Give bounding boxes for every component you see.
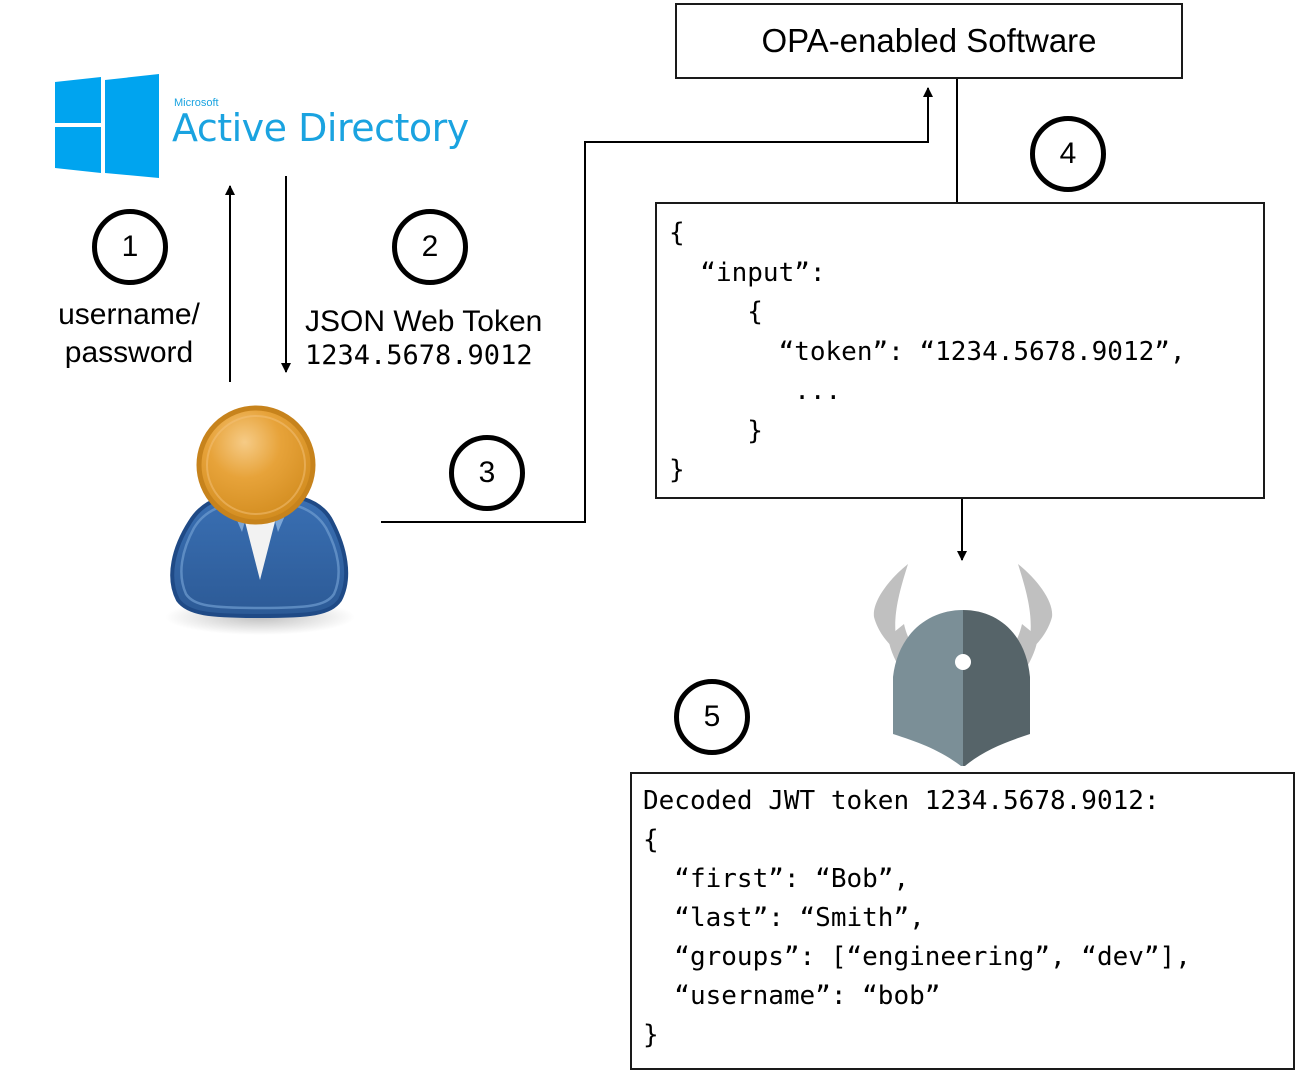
- opa-software-label: OPA-enabled Software: [761, 22, 1097, 59]
- code-line: “username”: “bob”: [643, 981, 941, 1011]
- step-1-label-line-2: password: [64, 336, 194, 369]
- ad-vendor-label: Microsoft: [174, 97, 219, 109]
- decoded-token-box: Decoded JWT token 1234.5678.9012: { “fir…: [630, 772, 1295, 1070]
- step-1-number: 1: [121, 230, 139, 263]
- code-line: {: [669, 297, 763, 327]
- step-2-label-token: 1234.5678.9012: [305, 340, 533, 371]
- code-line: }: [643, 1020, 659, 1050]
- code-line: “first”: “Bob”,: [643, 864, 910, 894]
- code-line: {: [643, 825, 659, 855]
- code-line: {: [669, 218, 685, 248]
- code-line: }: [669, 455, 685, 485]
- code-line: “last”: “Smith”,: [643, 903, 925, 933]
- code-line: “groups”: [“engineering”, “dev”],: [643, 942, 1191, 972]
- step-2-label: JSON Web Token 1234.5678.9012: [305, 304, 542, 372]
- step-5-badge: 5: [674, 679, 750, 755]
- step-1-label-line-1: username/: [58, 298, 200, 331]
- code-line: }: [669, 415, 763, 446]
- step-4-badge: 4: [1030, 116, 1106, 192]
- step-3-number: 3: [478, 456, 496, 489]
- input-json-code: { “input”: { “token”: “1234.5678.9012”, …: [669, 214, 1263, 491]
- step-2-badge: 2: [392, 209, 468, 285]
- code-line: “input”:: [669, 257, 826, 288]
- arrow-user-to-opa-software: [381, 87, 933, 523]
- step-2-number: 2: [421, 230, 439, 263]
- ad-product-label: Active Directory: [172, 106, 469, 150]
- opa-software-box: OPA-enabled Software: [675, 3, 1183, 79]
- code-line: “token”: “1234.5678.9012”,: [669, 336, 1186, 367]
- user-icon: [165, 405, 355, 635]
- decoded-token-code: Decoded JWT token 1234.5678.9012: { “fir…: [643, 782, 1293, 1055]
- windows-logo-icon: [55, 74, 159, 178]
- step-1-badge: 1: [92, 209, 168, 285]
- code-line: ...: [669, 376, 842, 406]
- decoded-token-heading: Decoded JWT token 1234.5678.9012:: [643, 786, 1160, 816]
- step-2-label-title: JSON Web Token: [305, 305, 543, 338]
- input-json-box: { “input”: { “token”: “1234.5678.9012”, …: [655, 202, 1265, 499]
- step-5-number: 5: [703, 700, 721, 733]
- step-1-label: username/ password: [40, 296, 218, 372]
- step-3-badge: 3: [449, 435, 525, 511]
- step-4-number: 4: [1059, 137, 1077, 170]
- opa-helmet-logo-icon: [873, 564, 1053, 766]
